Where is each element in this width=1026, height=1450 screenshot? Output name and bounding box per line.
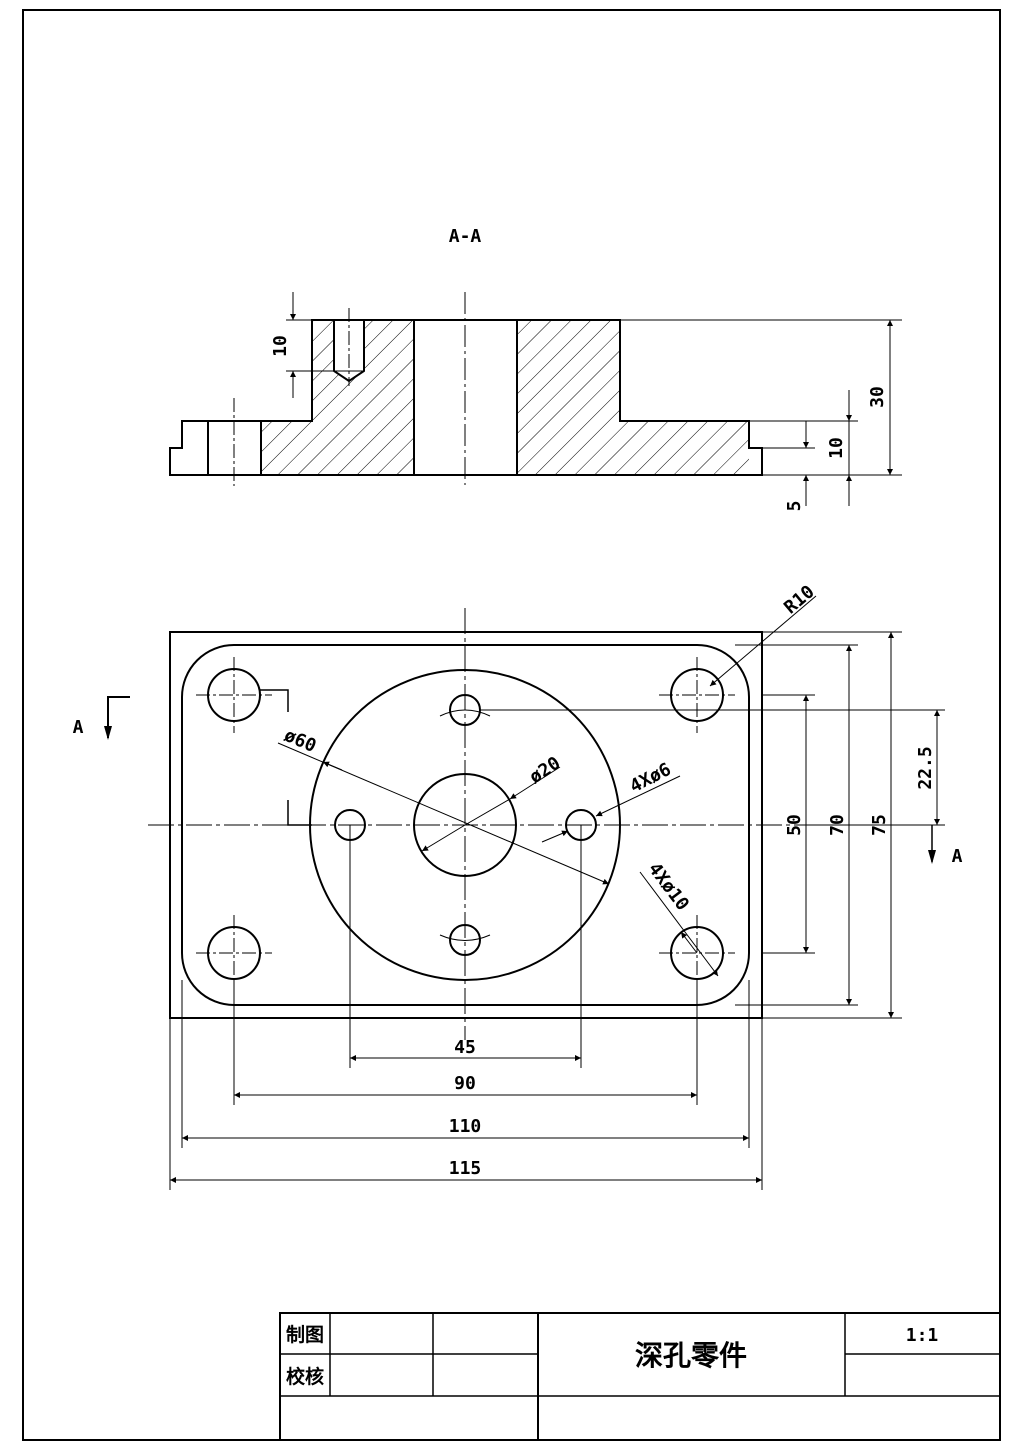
dim-45: 45 [454, 1037, 476, 1058]
section-view: A-A 10 30 [169, 226, 902, 512]
corner-hole-tl [196, 657, 272, 733]
small-hole-bottom [439, 924, 491, 956]
dim-115: 115 [449, 1158, 482, 1179]
center-bore [413, 773, 517, 877]
corner-hole-tr [659, 657, 735, 733]
plan-view: A A R10 ø60 ø20 4Xø6 4Xø10 50 70 [73, 581, 963, 1190]
part-name: 深孔零件 [635, 1339, 747, 1372]
holes6-leader [595, 775, 681, 817]
dim-r10: R10 [780, 581, 818, 618]
section-label-right: A [952, 846, 963, 867]
section-cut-marker: A A [73, 689, 963, 867]
title-block: 制图 校核 深孔零件 1:1 [279, 1312, 1001, 1441]
drawn-label: 制图 [286, 1323, 324, 1346]
r10-leader [709, 595, 817, 687]
holes10-leader [639, 871, 719, 977]
dim-10-top: 10 [270, 335, 291, 357]
dim-30: 30 [867, 386, 888, 408]
section-left-hatch [261, 320, 414, 475]
section-title: A-A [449, 226, 482, 247]
dim-dia60: ø60 [281, 725, 319, 757]
scale: 1:1 [906, 1325, 939, 1346]
dim-dia20: ø20 [526, 753, 565, 788]
checked-label: 校核 [286, 1365, 324, 1388]
dim-50: 50 [784, 814, 805, 836]
dim-90: 90 [454, 1073, 476, 1094]
dim-70: 70 [827, 814, 848, 836]
section-label-left: A [73, 717, 84, 738]
dim-holes6: 4Xø6 [626, 759, 674, 797]
section-right-hatch [517, 320, 749, 475]
dim-22-5: 22.5 [915, 746, 936, 789]
dia20-leader [509, 766, 561, 800]
dim-10-right: 10 [826, 437, 847, 459]
dim-110: 110 [449, 1116, 482, 1137]
dim-5: 5 [784, 501, 805, 512]
dim-75: 75 [869, 814, 890, 836]
